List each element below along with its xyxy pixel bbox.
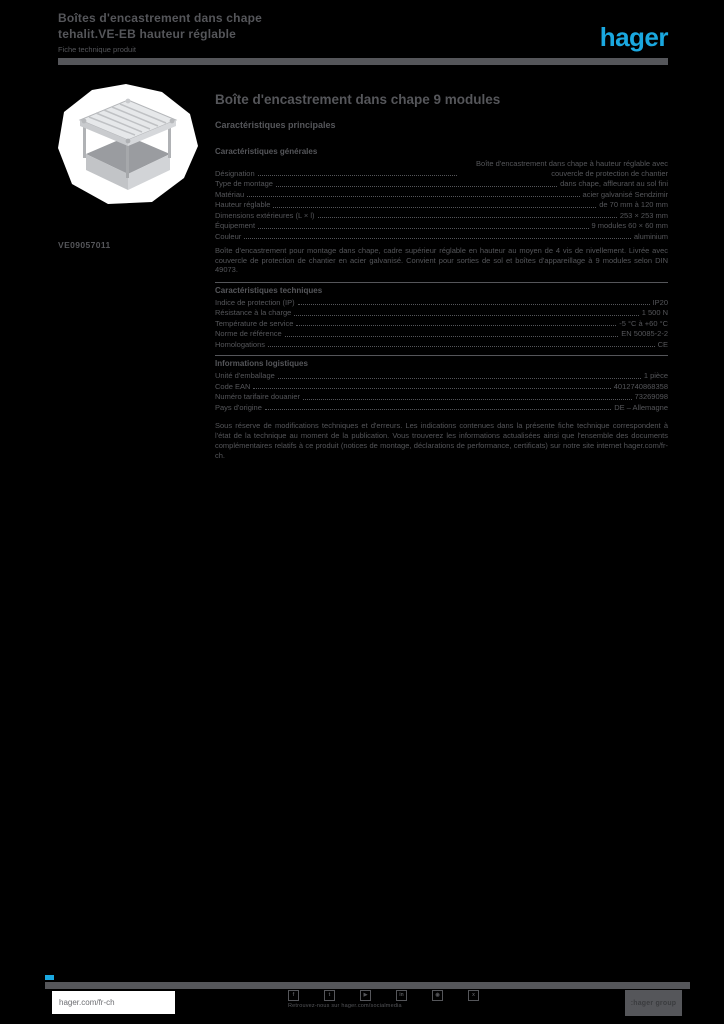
footer-rule (45, 982, 690, 989)
spec-row: Matériau acier galvanisé Sendzimir (215, 190, 668, 200)
dotted-leader (297, 304, 650, 305)
dotted-leader (317, 217, 617, 218)
spec-row: Pays d'origine DE – Allemagne (215, 403, 668, 413)
spec-label: Résistance à la charge (215, 308, 292, 317)
spec-row: Numéro tarifaire douanier 73269098 (215, 392, 668, 402)
spec-label: Matériau (215, 189, 245, 199)
spec-row: Code EAN 4012740868358 (215, 382, 668, 392)
page-title: Boîte d'encastrement dans chape 9 module… (215, 92, 501, 107)
spec-value: 253 × 253 mm (619, 210, 668, 220)
spec-value: 73269098 (634, 392, 668, 401)
dotted-leader (284, 335, 619, 337)
spec-section-heading: Caractéristiques techniques (215, 281, 668, 295)
dotted-leader (264, 409, 612, 410)
spec-label: Équipement (215, 221, 256, 230)
dotted-leader (257, 175, 457, 176)
footer-social: f t ▶ in ◉ x Retrouvez-nous sur hager.com/soc… (288, 990, 488, 1009)
spec-value: EN 50085-2-2 (621, 329, 668, 338)
spec-label: Hauteur réglable (215, 200, 271, 209)
spec-value: 9 modules 60 × 60 mm (591, 221, 669, 230)
header-rule (58, 58, 668, 65)
dotted-leader (275, 185, 558, 187)
hager-logo: hager (599, 22, 669, 52)
spec-label: Homologations (215, 339, 266, 349)
spec-label: Pays d'origine (215, 402, 262, 412)
spec-row: Désignation Boîte d'encastrement dans cha… (215, 159, 668, 178)
hager-group-box: :hager group (625, 990, 682, 1016)
spec-label: Unité d'emballage (215, 371, 275, 380)
spec-row: Homologations CE (215, 340, 668, 350)
spec-row: Unité d'emballage 1 pièce (215, 371, 668, 381)
spec-value: -5 °C à +60 °C (619, 318, 668, 328)
linkedin-icon[interactable]: in (396, 990, 407, 1001)
facebook-icon[interactable]: f (288, 990, 299, 1001)
spec-row: Équipement 9 modules 60 × 60 mm (215, 221, 668, 231)
spec-label: Dimensions extérieures (L × l) (215, 210, 315, 220)
xing-icon[interactable]: x (468, 990, 479, 1001)
social-caption: Retrouvez-nous sur hager.com/socialmedia (288, 1003, 402, 1009)
spec-value: acier galvanisé Sendzimir (582, 189, 668, 199)
footer-website-box: hager.com/fr-ch (52, 991, 175, 1014)
dotted-leader (268, 346, 655, 347)
spec-label: Type de montage (215, 179, 273, 188)
spec-value: dans chape, affleurant au sol fini (560, 179, 668, 188)
spec-value: 4012740868358 (613, 381, 668, 391)
spec-row: Norme de référence EN 50085-2-2 (215, 329, 668, 339)
spec-value: aluminium (633, 231, 668, 241)
dotted-leader (296, 325, 617, 326)
footnote-paragraph: Sous réserve de modifications techniques… (215, 421, 668, 460)
spec-row: Indice de protection (IP) IP20 (215, 298, 668, 308)
footer-website-link[interactable]: hager.com/fr-ch (59, 998, 115, 1007)
spec-label: Température de service (215, 318, 294, 328)
instagram-icon[interactable]: ◉ (432, 990, 443, 1001)
dotted-leader (244, 238, 631, 239)
spec-label: Norme de référence (215, 329, 282, 338)
spec-row: Température de service -5 °C à +60 °C (215, 319, 668, 329)
spec-value: de 70 mm à 120 mm (599, 200, 668, 209)
spec-row: Hauteur réglable de 70 mm à 120 mm (215, 200, 668, 210)
spec-value: IP20 (652, 297, 668, 307)
spec-label: Code EAN (215, 381, 251, 391)
dotted-leader (247, 196, 580, 197)
spec-value: Boîte d'encastrement dans chape à hauteu… (476, 159, 668, 178)
spec-label: Couleur (215, 231, 242, 241)
youtube-icon[interactable]: ▶ (360, 990, 371, 1001)
spec-section-heading: Informations logistiques (215, 355, 668, 368)
hager-group-label: :hager group (630, 999, 677, 1007)
spec-row: Dimensions extérieures (L × l) 253 × 253 … (215, 211, 668, 221)
dotted-leader (273, 206, 597, 208)
dotted-leader (303, 398, 632, 400)
dotted-leader (253, 388, 611, 389)
product-reference: VE09057011 (58, 240, 111, 250)
header-title-line2: tehalit.VE-EB hauteur réglable (58, 27, 237, 41)
spec-value: DE – Allemagne (614, 402, 668, 412)
spec-section-heading: Caractéristiques générales (215, 147, 318, 156)
spec-row: Couleur aluminium (215, 232, 668, 242)
header-title-line1: Boîtes d'encastrement dans chape (58, 11, 262, 25)
twitter-icon[interactable]: t (324, 990, 335, 1001)
spec-value: 1 500 N (641, 308, 668, 317)
header-subtitle: Fiche technique produit (58, 45, 136, 54)
section-subheading: Caractéristiques principales (215, 120, 336, 130)
spec-label: Indice de protection (IP) (215, 297, 295, 307)
spec-value: CE (657, 339, 668, 349)
spec-row: Résistance à la charge 1 500 N (215, 308, 668, 318)
social-icon-row: f t ▶ in ◉ x (288, 990, 488, 1001)
metal-floor-box-image (58, 84, 198, 204)
spec-label: Désignation (215, 168, 255, 178)
spec-label: Numéro tarifaire douanier (215, 392, 301, 401)
footer-blue-mark (45, 975, 54, 980)
spec-paragraph: Boîte d'encastrement pour montage dans c… (215, 246, 668, 274)
dotted-leader (277, 377, 641, 379)
product-photo (56, 84, 200, 208)
dotted-leader (258, 227, 589, 229)
dotted-leader (294, 314, 639, 316)
spec-value: 1 pièce (643, 371, 668, 380)
spec-row: Type de montage dans chape, affleurant au… (215, 179, 668, 189)
